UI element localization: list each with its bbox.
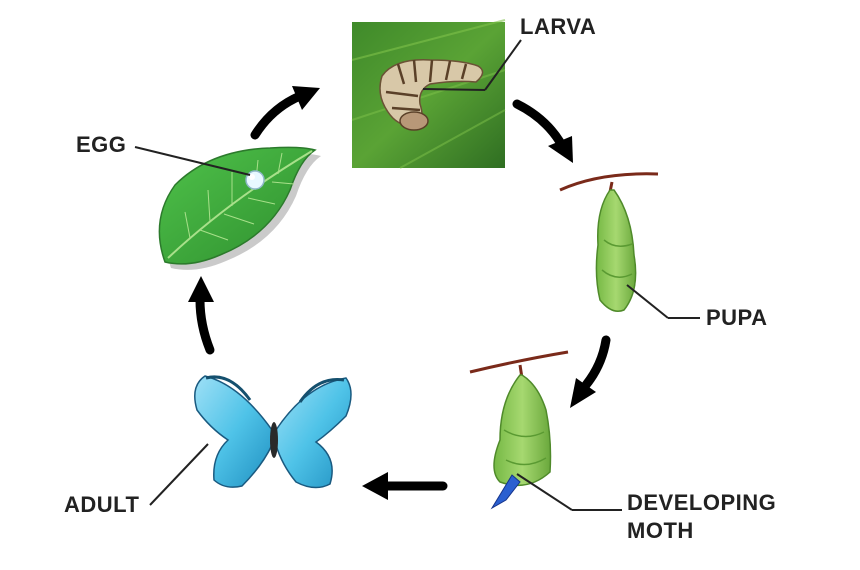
- developing-moth-label: DEVELOPING MOTH: [627, 489, 776, 545]
- emerging-wing: [490, 474, 521, 510]
- developing-moth-label-line2: MOTH: [627, 518, 694, 543]
- leaf-with-egg: [158, 146, 321, 270]
- egg-dot: [245, 170, 265, 190]
- arrow-larva-to-pupa: [512, 99, 573, 163]
- leader-lines: [134, 39, 700, 511]
- larva-photo: [351, 19, 506, 169]
- arrow-developing-moth-to-adult: [362, 472, 448, 500]
- larva-body: [379, 59, 484, 131]
- blue-butterfly: [194, 375, 352, 489]
- chrysalis-with-emerging-wing: [469, 350, 569, 510]
- adult-label: ADULT: [64, 492, 140, 517]
- arrow-egg-to-larva: [250, 86, 320, 140]
- larva-label: LARVA: [520, 14, 597, 39]
- arrow-pupa-to-developing-moth: [570, 335, 611, 408]
- pupa-chrysalis: [559, 172, 659, 312]
- developing-moth-label-line1: DEVELOPING: [627, 490, 777, 515]
- egg-label: EGG: [76, 132, 127, 157]
- arrow-adult-to-egg: [188, 276, 215, 355]
- pupa-label: PUPA: [706, 305, 768, 330]
